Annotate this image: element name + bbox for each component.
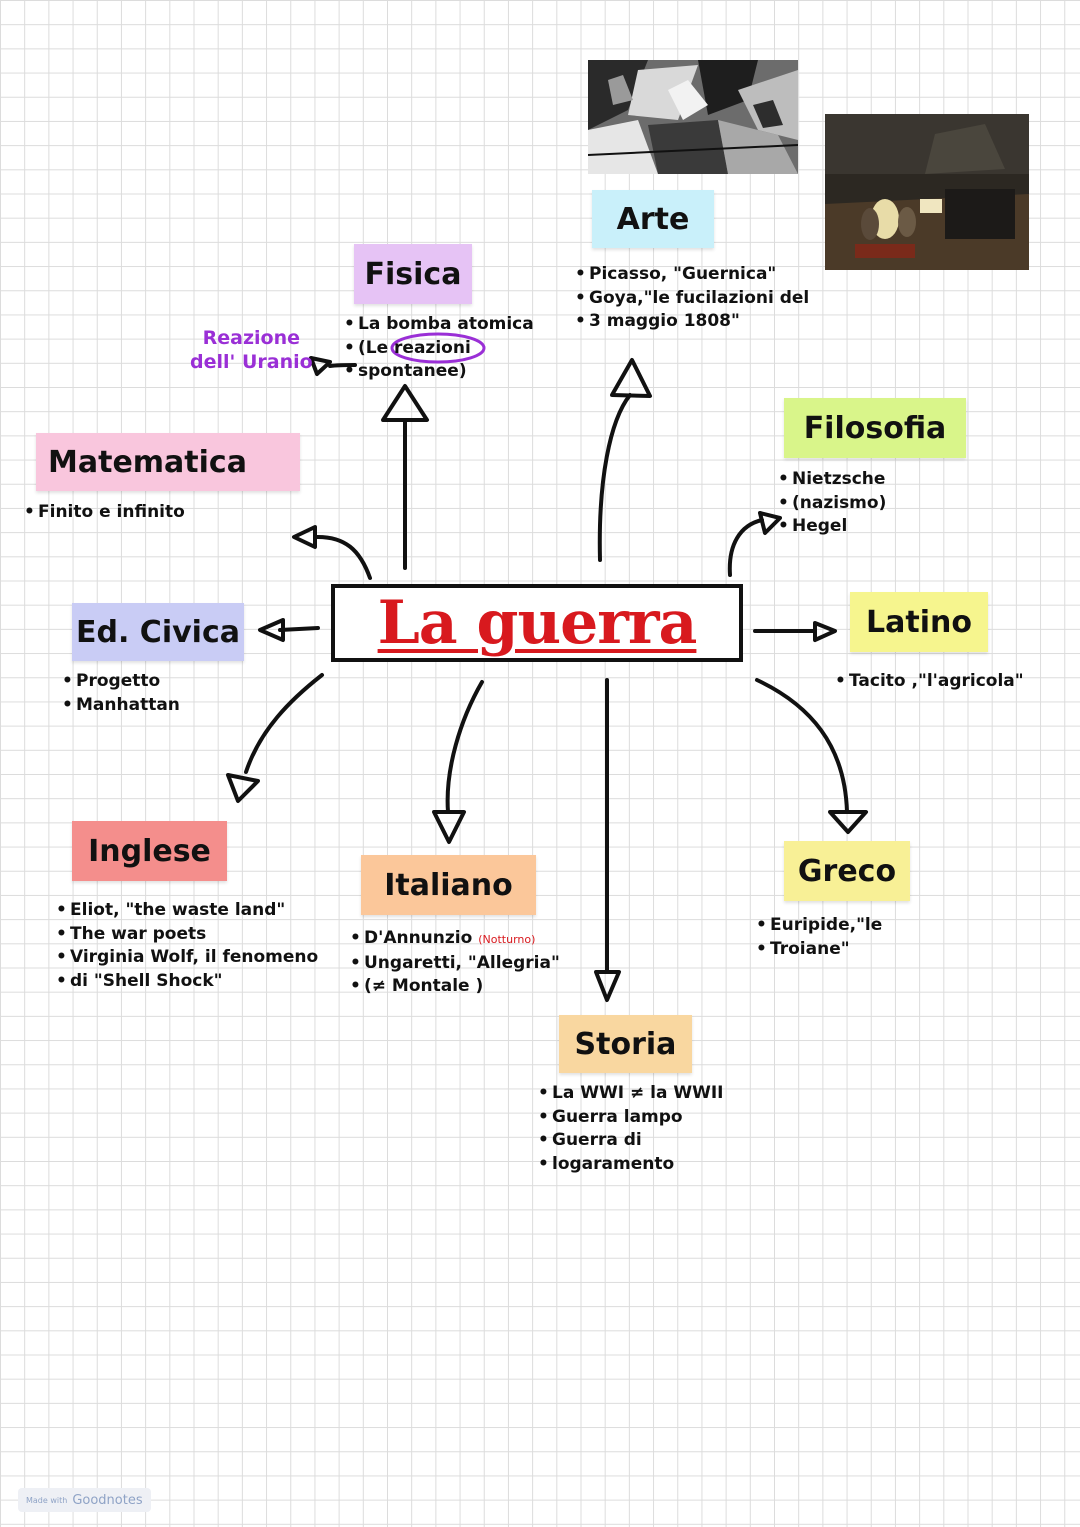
subject-italiano-text: Italiano	[384, 867, 513, 903]
note-item: La bomba atomica	[344, 313, 534, 337]
notes-arte: Picasso, "Guernica" Goya,"le fucilazioni…	[575, 263, 809, 334]
note-text: D'Annunzio	[364, 928, 473, 948]
note-item: (≠ Montale )	[350, 975, 560, 999]
annotation-uranium: Reazione dell' Uranio	[190, 326, 313, 374]
subject-filosofia-text: Filosofia	[803, 410, 947, 446]
note-item: Progetto	[62, 670, 180, 694]
note-item: di "Shell Shock"	[56, 970, 318, 994]
subject-label-filosofia: Filosofia	[784, 398, 966, 458]
subject-label-italiano: Italiano	[361, 855, 536, 915]
goodnotes-watermark: Made with Goodnotes	[18, 1488, 151, 1512]
note-item: La WWI ≠ la WWII	[538, 1082, 724, 1106]
subject-label-inglese: Inglese	[72, 821, 227, 881]
watermark-prefix: Made with	[26, 1495, 68, 1505]
note-item: Hegel	[778, 515, 886, 539]
notes-italiano: D'Annunzio (Notturno) Ungaretti, "Allegr…	[350, 927, 560, 999]
note-item: Nietzsche	[778, 468, 886, 492]
central-topic-box: La guerra	[331, 584, 743, 662]
note-item: spontanee)	[344, 360, 534, 384]
note-item: The war poets	[56, 923, 318, 947]
subject-matematica-text: Matematica	[48, 444, 247, 480]
notes-storia: La WWI ≠ la WWII Guerra lampo Guerra di …	[538, 1082, 724, 1176]
note-item: D'Annunzio (Notturno)	[350, 927, 560, 952]
annotation-line2: dell' Uranio	[190, 351, 313, 373]
note-item: Virginia Wolf, il fenomeno	[56, 946, 318, 970]
note-item: Guerra lampo	[538, 1106, 724, 1130]
notes-filosofia: Nietzsche (nazismo) Hegel	[778, 468, 886, 539]
subject-storia-text: Storia	[574, 1026, 677, 1062]
guernica-image	[588, 60, 798, 174]
note-item: Tacito ,"l'agricola"	[835, 670, 1024, 694]
subject-greco-text: Greco	[797, 853, 897, 889]
subject-ed-civica-text: Ed. Civica	[76, 614, 240, 650]
note-item: Goya,"le fucilazioni del	[575, 287, 809, 311]
subject-label-latino: Latino	[850, 592, 988, 652]
watermark-brand: Goodnotes	[72, 1492, 143, 1508]
note-item: Finito e infinito	[24, 501, 185, 525]
notes-inglese: Eliot, "the waste land" The war poets Vi…	[56, 899, 318, 993]
note-item: logaramento	[538, 1153, 724, 1177]
note-item: Euripide,"le	[756, 914, 882, 938]
annotation-line1: Reazione	[202, 327, 301, 349]
subject-label-arte: Arte	[592, 190, 714, 248]
note-item: Picasso, "Guernica"	[575, 263, 809, 287]
notes-matematica: Finito e infinito	[24, 501, 185, 525]
subject-label-matematica: Matematica	[36, 433, 300, 491]
note-item: Troiane"	[756, 938, 882, 962]
central-topic-title: La guerra	[377, 588, 698, 658]
note-item: Eliot, "the waste land"	[56, 899, 318, 923]
notes-fisica: La bomba atomica (Le reazioni spontanee)	[344, 313, 534, 384]
notes-greco: Euripide,"le Troiane"	[756, 914, 882, 961]
note-item: (Le reazioni	[344, 337, 534, 361]
subject-fisica-text: Fisica	[364, 256, 462, 292]
note-item: Manhattan	[62, 694, 180, 718]
subject-arte-text: Arte	[616, 201, 690, 237]
subject-label-ed-civica: Ed. Civica	[72, 603, 244, 661]
note-item: 3 maggio 1808"	[575, 310, 809, 334]
note-small-red: (Notturno)	[478, 933, 536, 946]
notes-ed-civica: Progetto Manhattan	[62, 670, 180, 717]
subject-label-storia: Storia	[559, 1015, 692, 1073]
subject-inglese-text: Inglese	[88, 833, 211, 869]
note-item: Guerra di	[538, 1129, 724, 1153]
subject-latino-text: Latino	[866, 604, 972, 640]
note-item: (nazismo)	[778, 492, 886, 516]
notes-latino: Tacito ,"l'agricola"	[835, 670, 1024, 694]
subject-label-greco: Greco	[784, 841, 910, 901]
note-item: Ungaretti, "Allegria"	[350, 952, 560, 976]
goya-image	[825, 114, 1029, 270]
subject-label-fisica: Fisica	[354, 244, 472, 304]
